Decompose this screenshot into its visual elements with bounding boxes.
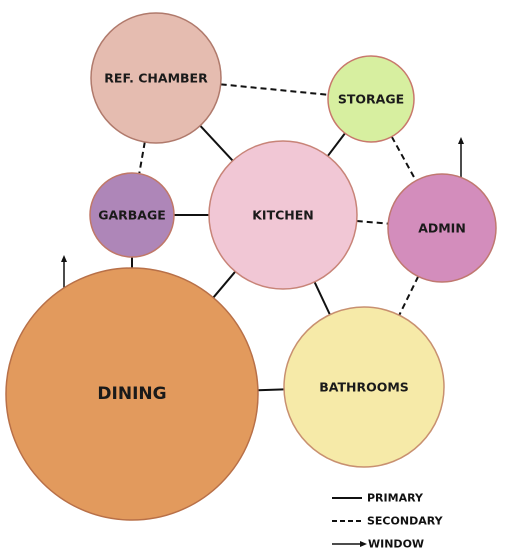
connection-secondary-ref-chamber-storage bbox=[220, 83, 329, 96]
room-bathrooms: BATHROOMS bbox=[283, 306, 445, 468]
connection-primary-kitchen-dining bbox=[212, 270, 237, 299]
connection-secondary-admin-bathrooms bbox=[398, 276, 420, 316]
connections bbox=[131, 83, 420, 392]
connection-primary-storage-kitchen bbox=[326, 132, 346, 157]
room-kitchen: KITCHEN bbox=[208, 140, 358, 290]
legend-secondary-label: SECONDARY bbox=[367, 515, 444, 528]
room-bubble-bathrooms bbox=[283, 306, 445, 468]
room-label-bathrooms: BATHROOMS bbox=[319, 380, 409, 395]
legend-window-label: WINDOW bbox=[368, 538, 424, 551]
room-label-ref-chamber: REF. CHAMBER bbox=[104, 71, 208, 86]
legend-primary-label: PRIMARY bbox=[367, 492, 424, 505]
connection-primary-dining-bathrooms bbox=[257, 388, 285, 392]
room-storage: STORAGE bbox=[327, 55, 415, 143]
room-bubble-kitchen bbox=[208, 140, 358, 290]
room-bubble-dining bbox=[5, 267, 259, 521]
room-garbage: GARBAGE bbox=[89, 172, 175, 258]
room-label-dining: DINING bbox=[97, 384, 166, 404]
connection-primary-ref-chamber-kitchen bbox=[199, 124, 234, 162]
room-dining: DINING bbox=[5, 267, 259, 521]
room-bubble-ref-chamber bbox=[90, 12, 222, 144]
room-label-garbage: GARBAGE bbox=[98, 208, 166, 223]
room-bubble-garbage bbox=[89, 172, 175, 258]
legend: PRIMARY SECONDARY WINDOW bbox=[332, 492, 444, 551]
room-ref-chamber: REF. CHAMBER bbox=[90, 12, 222, 144]
room-bubbles: REF. CHAMBER STORAGE GARBAGE KITCHEN ADMIN DI… bbox=[5, 12, 497, 521]
room-bubble-storage bbox=[327, 55, 415, 143]
connection-secondary-ref-chamber-garbage bbox=[138, 141, 146, 174]
room-label-storage: STORAGE bbox=[338, 92, 404, 107]
connection-secondary-storage-admin bbox=[390, 136, 417, 182]
room-bubble-admin bbox=[387, 173, 497, 283]
room-admin: ADMIN bbox=[387, 173, 497, 283]
room-label-admin: ADMIN bbox=[418, 221, 466, 236]
connection-primary-kitchen-bathrooms bbox=[313, 281, 331, 316]
room-label-kitchen: KITCHEN bbox=[252, 208, 314, 223]
connection-secondary-kitchen-admin bbox=[356, 220, 389, 225]
